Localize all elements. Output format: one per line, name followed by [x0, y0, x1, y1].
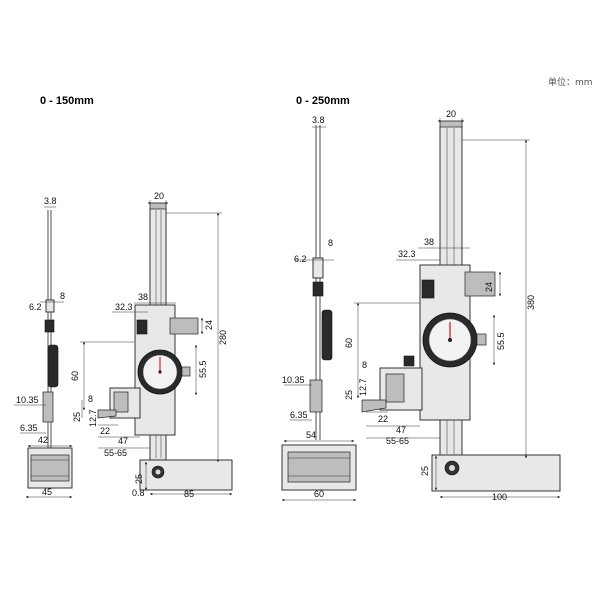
- left-side-view: 3.8 6.2 8 10.35 6.35 42 45: [14, 196, 73, 499]
- left-dim-60: 60: [70, 371, 80, 381]
- left-dim-45: 45: [42, 487, 52, 497]
- right-dim-10-35: 10.35: [282, 375, 305, 385]
- right-dim-3-8: 3.8: [312, 115, 325, 125]
- right-dim-12-7: 12.7: [358, 378, 368, 396]
- left-dim-25b: 25: [134, 474, 144, 484]
- left-dim-20: 20: [154, 191, 164, 201]
- right-dim-24: 24: [484, 282, 494, 292]
- right-dim-54: 54: [306, 430, 316, 440]
- right-dim-20: 20: [446, 109, 456, 119]
- left-dim-25a: 25: [72, 412, 82, 422]
- left-dim-280: 280: [218, 330, 228, 345]
- left-dim-32-3: 32.3: [115, 302, 133, 312]
- right-dim-8a: 8: [328, 238, 333, 248]
- left-dim-55-65: 55-65: [104, 448, 127, 458]
- left-dim-55-5: 55.5: [198, 360, 208, 378]
- left-dim-22: 22: [100, 426, 110, 436]
- left-dim-10-35: 10.35: [16, 395, 39, 405]
- left-dim-24: 24: [204, 320, 214, 330]
- right-front-view: 20 380 38 32.3 24 55.5 60 8 25 12.7 22 4…: [344, 109, 561, 502]
- left-dim-47: 47: [118, 436, 128, 446]
- left-dim-3-8: 3.8: [44, 196, 57, 206]
- right-dim-32-3: 32.3: [398, 249, 416, 259]
- right-dim-6-35: 6.35: [290, 410, 308, 420]
- right-title: 0 - 250mm: [296, 95, 350, 107]
- right-dim-55-65: 55-65: [386, 436, 409, 446]
- left-dim-85: 85: [184, 489, 194, 499]
- left-dim-8b: 8: [88, 394, 93, 404]
- left-dim-6-2: 6.2: [29, 302, 42, 312]
- right-dim-25b: 25: [420, 466, 430, 476]
- right-dim-60: 60: [344, 338, 354, 348]
- right-dim-38: 38: [424, 237, 434, 247]
- right-side-view: 3.8 6.2 8 10.35 6.35 54 60: [281, 115, 357, 502]
- unit-label: 单位：mm: [548, 76, 593, 88]
- left-dim-6-35: 6.35: [20, 423, 38, 433]
- right-dim-47: 47: [396, 425, 406, 435]
- right-dim-22: 22: [378, 414, 388, 424]
- left-title: 0 - 150mm: [40, 95, 94, 107]
- right-dim-60b: 60: [314, 489, 324, 499]
- left-dim-8a: 8: [60, 291, 65, 301]
- left-front-view: 20 280 38 32.3 24 55.5 60 8 25 12.7 22 4…: [70, 191, 233, 499]
- right-dim-8b: 8: [362, 360, 367, 370]
- right-dim-380: 380: [526, 295, 536, 310]
- right-dim-25a: 25: [344, 390, 354, 400]
- left-dim-38: 38: [138, 292, 148, 302]
- left-dim-42: 42: [38, 435, 48, 445]
- right-dim-55-5: 55.5: [496, 332, 506, 350]
- left-dim-12-7: 12.7: [88, 409, 98, 427]
- right-dim-100: 100: [492, 492, 507, 502]
- right-dim-6-2: 6.2: [294, 254, 307, 264]
- left-dim-0-8: 0.8: [132, 488, 145, 498]
